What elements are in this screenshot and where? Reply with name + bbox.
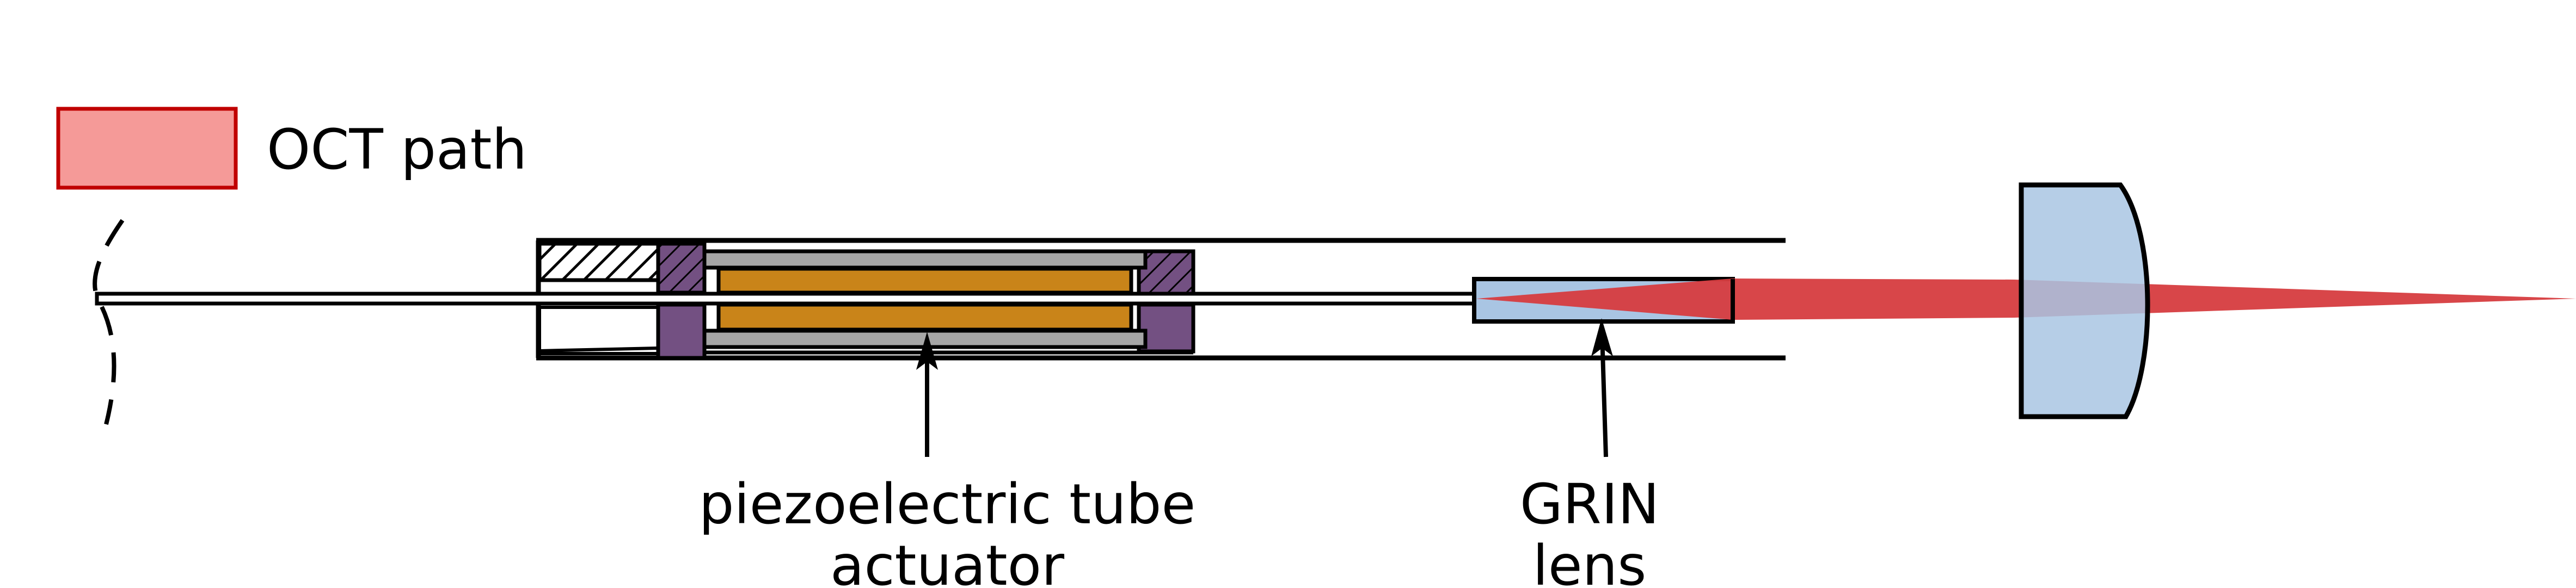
objective-lens <box>2019 182 2150 419</box>
piezo-label-line2: actuator <box>830 534 1064 588</box>
piezo-holder <box>656 242 1195 360</box>
piezo-label-line1: piezoelectric tube <box>699 472 1196 537</box>
grin-label-line2: lens <box>1533 534 1647 588</box>
piezo-ceramic-bottom <box>716 302 1133 332</box>
optical-fiber <box>95 292 1482 306</box>
holder-right-top <box>1137 249 1195 296</box>
piezoelectric-tube <box>702 249 1148 349</box>
holder-left-bottom <box>656 302 707 360</box>
piezo-arrow <box>916 332 938 457</box>
grin-label-line1: GRIN <box>1520 472 1659 537</box>
piezo-outer-electrode-top <box>702 249 1148 270</box>
holder-left-top <box>656 242 707 295</box>
lower-sleeve <box>538 306 660 355</box>
legend: OCT path <box>56 107 527 190</box>
grin-arrow <box>1591 318 1613 457</box>
legend-swatch <box>56 107 238 190</box>
piezo-ceramic-top <box>716 267 1133 295</box>
legend-label: OCT path <box>267 117 527 182</box>
hatched-mount <box>537 242 660 282</box>
fiber-break-mark <box>93 219 125 425</box>
